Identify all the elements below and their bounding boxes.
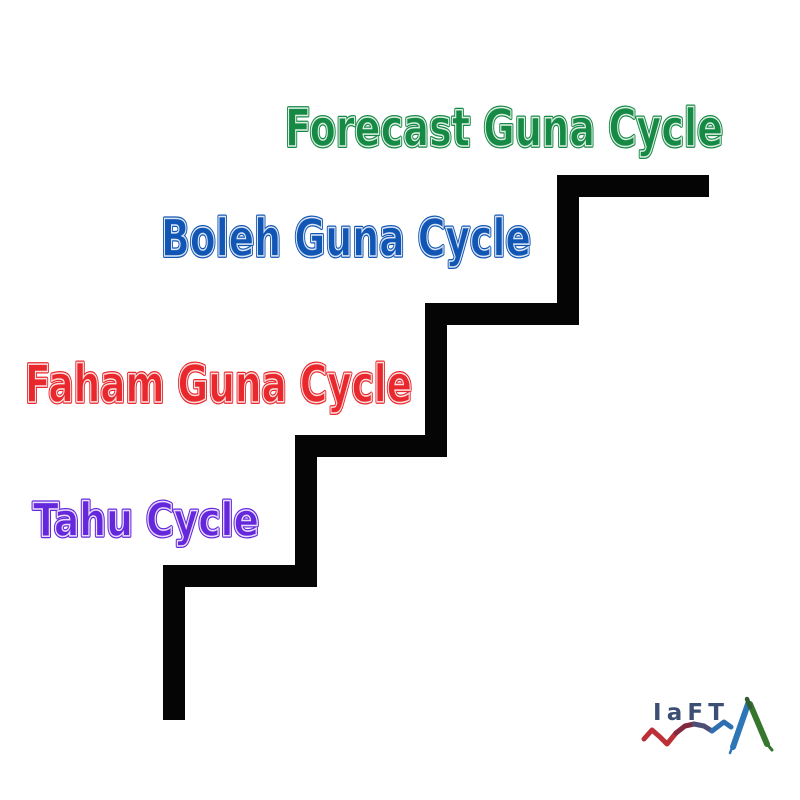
logo-compass-apex-icon xyxy=(744,696,753,710)
step-label-tahu-inline: Tahu Cycle xyxy=(33,493,259,547)
logo-chartline-red-icon xyxy=(641,727,679,747)
step-label-faham-inline: Faham Guna Cycle xyxy=(25,355,412,415)
logo-chartline-blue-icon xyxy=(709,719,734,734)
logo-compass-right-tip-icon xyxy=(765,742,774,752)
step-label-boleh-inline: Boleh Guna Cycle xyxy=(161,209,531,269)
logo-wordmark: IaFT xyxy=(653,700,727,726)
step-label-tahu: Tahu Cycle xyxy=(33,493,259,547)
step-label-forecast: Forecast Guna Cycle xyxy=(285,99,723,159)
logo-compass-left-leg-icon xyxy=(730,701,751,750)
staircase-line xyxy=(163,175,709,720)
step-label-faham: Faham Guna Cycle xyxy=(25,355,412,415)
step-label-boleh: Boleh Guna Cycle xyxy=(161,209,531,269)
logo-chartline-slate-icon xyxy=(691,721,715,734)
step-label-forecast-inline: Forecast Guna Cycle xyxy=(285,99,723,159)
logo-compass-right-leg-icon xyxy=(747,701,770,747)
logo-compass-left-tip-icon xyxy=(728,743,735,755)
logo-chartline-maroon-icon xyxy=(673,721,697,736)
logo: IaFT xyxy=(641,696,774,755)
